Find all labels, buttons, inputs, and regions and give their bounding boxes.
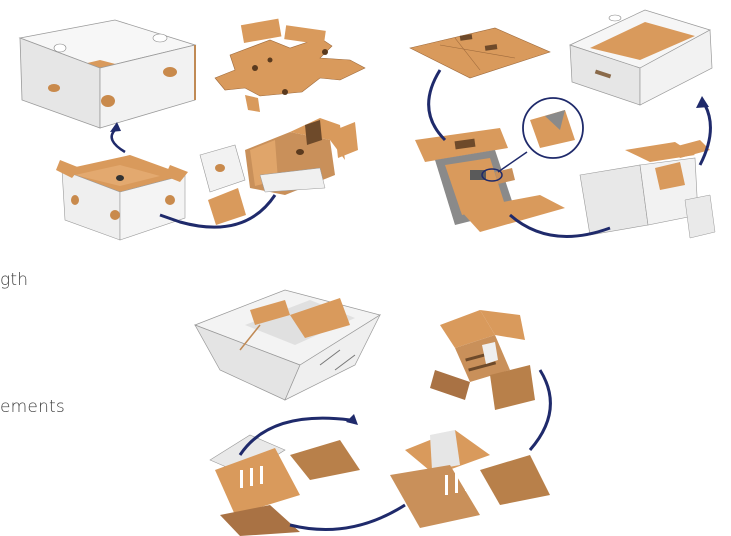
- assembly-svg-2: [409, 9, 716, 239]
- curved-arrow-icon: [289, 503, 406, 531]
- magnifier-circle-icon: [481, 97, 584, 182]
- finished-white-tray: [569, 9, 713, 106]
- text-fragment-1: gth: [0, 270, 29, 290]
- finished-box-white: [18, 19, 197, 129]
- semi-folded-crate-left: [209, 434, 360, 536]
- semi-folded-crate-right: [390, 430, 550, 528]
- arrowhead-icon: [696, 96, 709, 108]
- arrowhead-icon: [110, 122, 121, 132]
- flat-blank-gray-walls: [415, 128, 565, 232]
- assembly-diagram-kraft-crate: [190, 270, 560, 536]
- curved-arrow-icon: [159, 194, 277, 229]
- finished-crate-white: [194, 289, 381, 401]
- curved-arrow-icon: [110, 129, 126, 154]
- assembly-diagram-handle-box: [18, 0, 370, 250]
- curved-arrow-icon: [427, 69, 447, 142]
- partially-folded-white: [579, 140, 716, 239]
- unfolding-blank-kraft: [430, 310, 535, 410]
- open-tray-box: [56, 155, 188, 241]
- curved-arrow-icon: [698, 104, 712, 166]
- assembly-svg-1: [18, 18, 366, 241]
- curved-arrow-icon: [238, 416, 351, 456]
- assembly-diagram-white-tray: [400, 0, 720, 250]
- flat-blank-kraft: [409, 27, 551, 79]
- arrowhead-icon: [346, 414, 358, 425]
- text-fragment-2: ements: [0, 397, 65, 417]
- flat-blank-kraft: [214, 18, 366, 112]
- curved-arrow-icon: [528, 369, 552, 451]
- partially-folded-box: [199, 118, 358, 225]
- curved-arrow-icon: [509, 213, 611, 238]
- assembly-svg-3: [194, 289, 552, 536]
